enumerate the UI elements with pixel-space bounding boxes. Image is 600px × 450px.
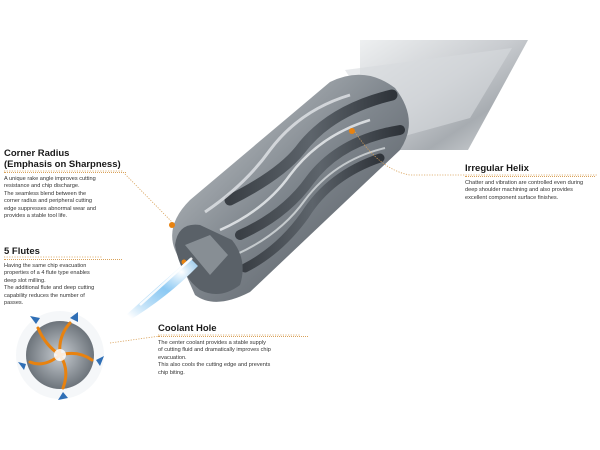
callout-coolant-hole: Coolant Hole The center coolant provides… bbox=[158, 323, 308, 377]
coolant-jet bbox=[114, 258, 198, 328]
coolant-hole-title: Coolant Hole bbox=[158, 323, 217, 334]
corner-radius-title: Corner Radius bbox=[4, 148, 70, 159]
text-line: A unique rake angle improves cutting bbox=[4, 176, 96, 182]
divider bbox=[465, 176, 595, 177]
corner-radius-subtitle: (Emphasis on Sharpness) bbox=[4, 159, 121, 170]
corner-radius-description: A unique rake angle improves cutting res… bbox=[4, 176, 126, 220]
text-line: of cutting fluid and dramatically improv… bbox=[158, 347, 271, 354]
divider bbox=[4, 172, 126, 173]
text-line: edge suppresses abnormal wear and bbox=[4, 205, 97, 212]
text-line: provides a stable tool life. bbox=[4, 213, 68, 220]
callout-irregular-helix: Irregular Helix Chatter and vibration ar… bbox=[465, 163, 595, 202]
text-line: deep shoulder machining and also provide… bbox=[465, 187, 573, 194]
callout-5-flutes: 5 Flutes Having the same chip evacuation… bbox=[4, 246, 122, 307]
text-line: excellent component surface finishes. bbox=[465, 194, 559, 201]
callout-title: Corner Radius (Emphasis on Sharpness) bbox=[4, 148, 126, 170]
divider bbox=[158, 336, 308, 337]
callout-corner-radius: Corner Radius (Emphasis on Sharpness) A … bbox=[4, 148, 126, 220]
text-line: passes. bbox=[4, 300, 24, 307]
helix-flutes bbox=[204, 89, 405, 273]
text-line: evacuation. bbox=[158, 354, 187, 361]
text-line: Having the same chip evacuation bbox=[4, 263, 87, 269]
flutes-title: 5 Flutes bbox=[4, 246, 40, 257]
divider bbox=[4, 259, 122, 260]
text-line: resistance and chip discharge. bbox=[4, 183, 80, 190]
text-line: deep slot milling. bbox=[4, 277, 46, 284]
five-flute-cross-section-icon bbox=[16, 311, 104, 400]
text-line: The additional flute and deep cutting bbox=[4, 285, 95, 292]
corner-marker bbox=[169, 222, 175, 228]
flutes-description: Having the same chip evacuation properti… bbox=[4, 263, 122, 307]
text-line: corner radius and peripheral cutting bbox=[4, 198, 92, 205]
helix-marker bbox=[349, 128, 355, 134]
irregular-helix-title: Irregular Helix bbox=[465, 163, 529, 174]
text-line: The center coolant provides a stable sup… bbox=[158, 340, 266, 346]
coolant-hole-description: The center coolant provides a stable sup… bbox=[158, 340, 308, 377]
text-line: Chatter and vibration are controlled eve… bbox=[465, 180, 584, 186]
text-line: chip biting. bbox=[158, 369, 185, 376]
irregular-helix-description: Chatter and vibration are controlled eve… bbox=[465, 180, 595, 202]
text-line: properties of a 4 flute type enables bbox=[4, 270, 90, 277]
text-line: This also cools the cutting edge and pre… bbox=[158, 362, 271, 369]
text-line: The seamless blend between the bbox=[4, 190, 87, 197]
text-line: capability reduces the number of bbox=[4, 292, 85, 299]
